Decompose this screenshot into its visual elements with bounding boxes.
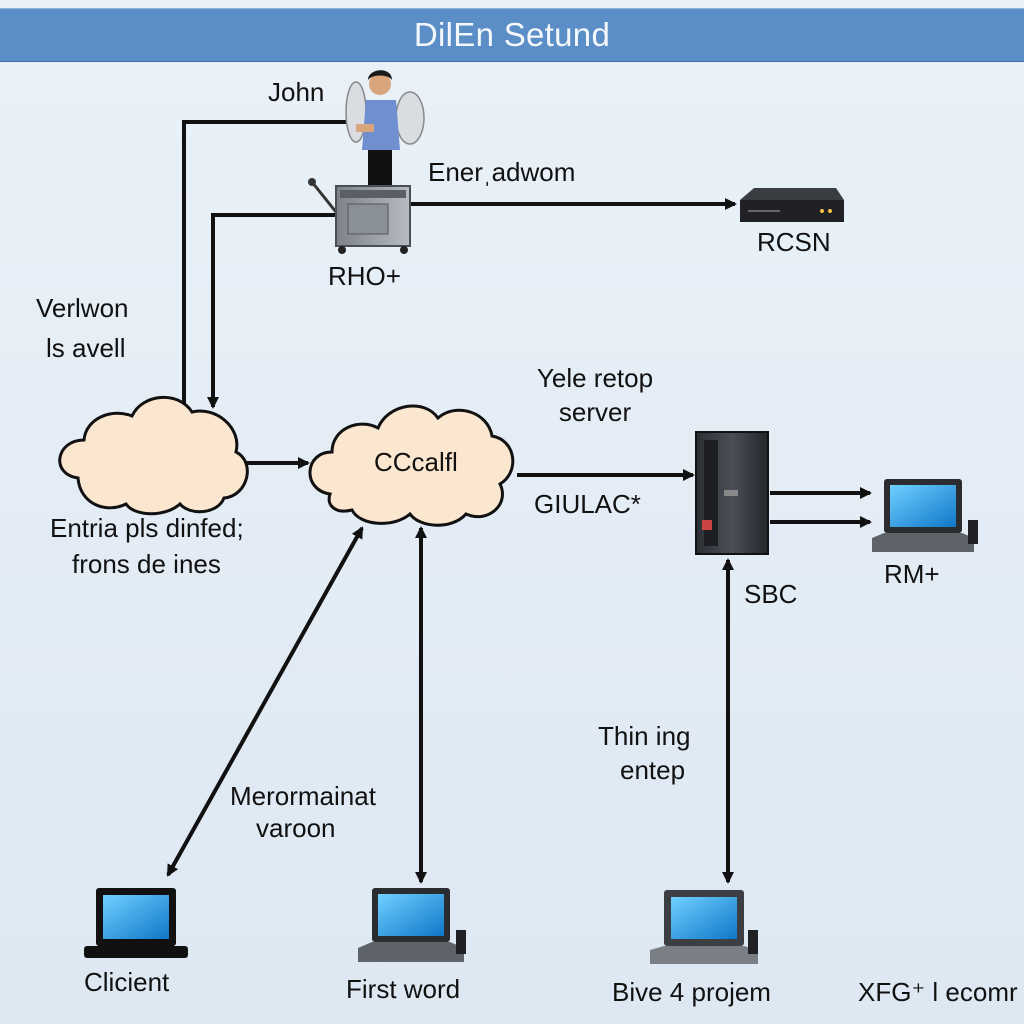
- connector-john-to-cloud-left: [182, 120, 365, 415]
- connections: [166, 120, 872, 884]
- label-entria: Entria pls dinfed;: [50, 513, 244, 543]
- label-john: John: [268, 77, 325, 107]
- laptop-icon-first-word: [358, 888, 466, 962]
- cloud-icon-center: [308, 404, 515, 527]
- label-thin: Thin ing: [598, 721, 691, 751]
- label-entria-line2: frons de ines: [72, 549, 221, 579]
- router-icon: [740, 188, 844, 222]
- label-verlwon: Verlwon: [36, 293, 129, 323]
- label-bive: Bive 4 projem: [612, 977, 771, 1007]
- label-mero: Merormainat: [230, 781, 376, 811]
- laptop-icon-bive: [650, 890, 758, 964]
- label-rho: RHO+: [328, 261, 401, 291]
- label-thin-line2: entep: [620, 755, 686, 785]
- connector-machine-to-cloud: [207, 213, 335, 409]
- label-sbc: SBC: [744, 579, 798, 609]
- label-yele-line2: server: [558, 397, 632, 427]
- label-xfg: XFG⁺ l ecomr: [858, 977, 1018, 1007]
- label-verlwon-line2: ls avell: [46, 333, 126, 363]
- label-giulac: GIULAC*: [534, 489, 641, 519]
- label-rm: RM+: [884, 559, 940, 589]
- label-first-word: First word: [346, 974, 461, 1004]
- label-client: Clicient: [84, 967, 170, 997]
- laptop-icon-client: [84, 888, 188, 958]
- connector-cloud-to-client: [166, 526, 364, 877]
- label-yele: Yele retop: [536, 363, 654, 393]
- server-tower-icon: [695, 431, 769, 555]
- cloud-icon-left: [58, 396, 249, 516]
- title-bar: DilEn Setund: [0, 8, 1024, 62]
- label-mero-line2: varoon: [256, 813, 336, 843]
- label-energy: Enerˌadwom: [428, 157, 576, 187]
- laptop-icon-rm: [872, 479, 978, 552]
- label-cloud-center: CCcalfl: [374, 447, 458, 477]
- diagram-title: DilEn Setund: [413, 16, 611, 53]
- label-rcsn: RCSN: [757, 227, 831, 257]
- printer-machine-icon: [308, 178, 411, 254]
